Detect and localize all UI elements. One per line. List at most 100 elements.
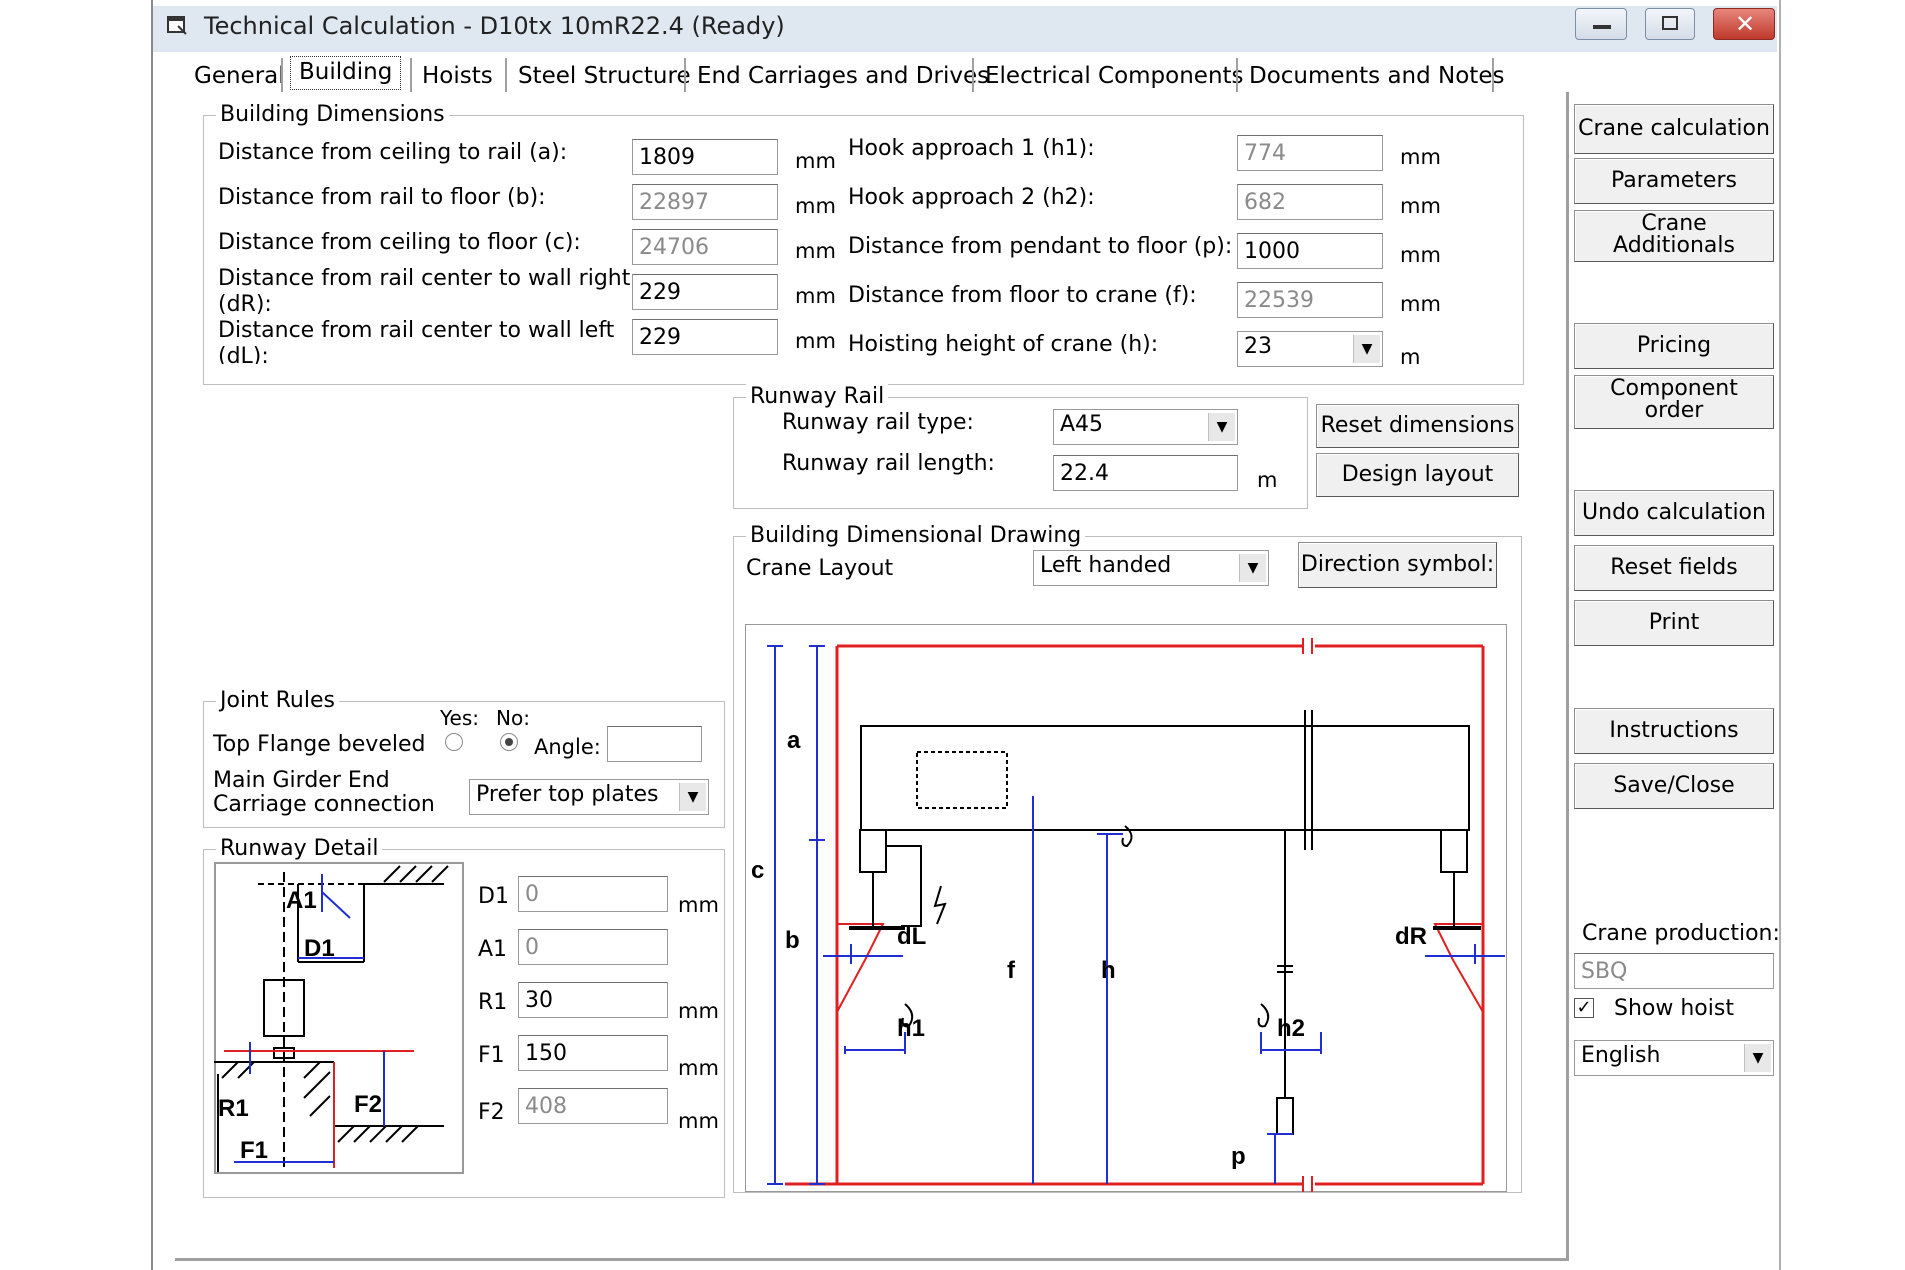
reset-fields-button[interactable]: Reset fields — [1574, 545, 1774, 591]
rail-to-wall-left-input[interactable] — [632, 319, 778, 355]
tab-separator — [505, 58, 507, 92]
minimize-button[interactable] — [1575, 8, 1627, 40]
tab-documents[interactable]: Documents and Notes — [1249, 63, 1505, 89]
crane-additionals-label-line1: Crane — [1641, 211, 1707, 236]
tab-end-carriages[interactable]: End Carriages and Drives — [697, 63, 990, 89]
minimize-icon — [1593, 25, 1611, 29]
detail-label-R1: R1 — [218, 1095, 249, 1122]
building-drawing-group — [733, 536, 1522, 1193]
detail-label-A1: A1 — [286, 887, 317, 914]
detail-r1-label: R1 — [478, 990, 508, 1015]
hook-approach-2-input[interactable] — [1237, 184, 1383, 220]
pendant-to-floor-unit: mm — [1400, 243, 1441, 267]
hook-approach-2-label: Hook approach 2 (h2): — [848, 185, 1095, 210]
tab-steel-structure[interactable]: Steel Structure — [518, 63, 691, 89]
corbel-right — [1433, 923, 1484, 1013]
detail-f1-unit: mm — [678, 1056, 719, 1080]
hoisting-height-label: Hoisting height of crane (h): — [848, 332, 1159, 357]
detail-f1-input[interactable] — [518, 1035, 668, 1071]
runway-rail-length-input[interactable] — [1053, 455, 1238, 491]
tab-general[interactable]: General — [194, 63, 285, 89]
detail-a1-input[interactable] — [518, 929, 668, 965]
maximize-button[interactable] — [1645, 8, 1695, 40]
rail-to-floor-input[interactable] — [632, 184, 778, 220]
joint-rules-group — [203, 701, 725, 828]
save-close-button[interactable]: Save/Close — [1574, 763, 1774, 809]
hoisting-height-select[interactable]: 23 ▼ — [1237, 331, 1383, 367]
floor-to-crane-label: Distance from floor to crane (f): — [848, 283, 1197, 308]
rail-to-wall-right-unit: mm — [795, 284, 836, 308]
rail-to-wall-left-label-line1: Distance from rail center to wall left — [218, 318, 615, 343]
hook-icon — [1257, 1003, 1270, 1028]
show-hoist-checkbox[interactable]: ✓ — [1574, 998, 1594, 1018]
joint-rules-legend: Joint Rules — [216, 688, 339, 713]
girder-connection-select[interactable]: Prefer top plates ▼ — [469, 779, 709, 815]
runway-rail-type-select[interactable]: A45 ▼ — [1053, 409, 1238, 445]
runway-rail-legend: Runway Rail — [746, 384, 889, 409]
rail-to-wall-right-input[interactable] — [632, 274, 778, 310]
detail-d1-input[interactable] — [518, 876, 668, 912]
language-select[interactable]: English ▼ — [1574, 1040, 1774, 1076]
rail-to-floor-unit: mm — [795, 194, 836, 218]
rail-to-floor-label: Distance from rail to floor (b): — [218, 185, 546, 210]
instructions-button[interactable]: Instructions — [1574, 708, 1774, 754]
runway-rail-length-unit: m — [1257, 468, 1278, 492]
dim-label-b: b — [785, 927, 800, 954]
rail-to-wall-left-label-clip: (dL): — [218, 344, 418, 364]
tab-building[interactable]: Building — [290, 56, 402, 90]
detail-d1-unit: mm — [678, 893, 719, 917]
drawing-frame — [745, 624, 1507, 1192]
reset-dimensions-button[interactable]: Reset dimensions — [1316, 404, 1519, 448]
runway-rail-length-label: Runway rail length: — [782, 451, 995, 476]
crane-production-input[interactable] — [1574, 953, 1774, 989]
joint-rules-yes-label: Yes: — [440, 706, 480, 730]
detail-r1-input[interactable] — [518, 982, 668, 1018]
crane-additionals-label-line2: Additionals — [1613, 233, 1735, 258]
crane-layout-value: Left handed — [1040, 553, 1172, 578]
angle-input[interactable] — [607, 726, 702, 762]
hook-icon — [1121, 825, 1133, 848]
runway-detail-legend: Runway Detail — [216, 836, 383, 861]
angle-label: Angle: — [534, 735, 601, 759]
dim-label-h: h — [1101, 957, 1116, 984]
tab-hoists[interactable]: Hoists — [422, 63, 493, 89]
detail-f2-unit: mm — [678, 1109, 719, 1133]
pendant-to-floor-input[interactable] — [1237, 233, 1383, 269]
component-order-label-line1: Component — [1610, 376, 1738, 401]
undo-calculation-button[interactable]: Undo calculation — [1574, 490, 1774, 536]
pricing-button[interactable]: Pricing — [1574, 323, 1774, 369]
crane-calculation-button[interactable]: Crane calculation — [1574, 104, 1774, 154]
runway-detail-group — [203, 849, 725, 1198]
dim-label-h2: h2 — [1277, 1015, 1305, 1042]
print-button[interactable]: Print — [1574, 600, 1774, 646]
component-order-button[interactable]: Component order — [1574, 375, 1774, 429]
detail-label-F1: F1 — [240, 1137, 268, 1164]
detail-d1-label: D1 — [478, 884, 509, 909]
floor-to-crane-input[interactable] — [1237, 282, 1383, 318]
rail-to-wall-left-label-line2: (dL): — [218, 344, 269, 364]
tab-panel-right — [1566, 92, 1569, 1261]
crane-layout-select[interactable]: Left handed ▼ — [1033, 550, 1269, 586]
detail-f2-input[interactable] — [518, 1088, 668, 1124]
hook-approach-2-unit: mm — [1400, 194, 1441, 218]
title-bar[interactable] — [153, 6, 1777, 52]
ceiling-to-floor-input[interactable] — [632, 229, 778, 265]
hoisting-height-value: 23 — [1244, 334, 1272, 359]
crane-additionals-button[interactable]: Crane Additionals — [1574, 210, 1774, 262]
parameters-button[interactable]: Parameters — [1574, 158, 1774, 204]
top-flange-no-radio[interactable] — [500, 733, 518, 751]
close-button[interactable]: ✕ — [1713, 8, 1775, 40]
pendant-to-floor-label: Distance from pendant to floor (p): — [848, 234, 1233, 259]
dim-label-dR: dR — [1395, 923, 1427, 950]
ceiling-to-rail-input[interactable] — [632, 139, 778, 175]
top-flange-yes-radio[interactable] — [445, 733, 463, 751]
hook-approach-1-input[interactable] — [1237, 135, 1383, 171]
design-layout-button[interactable]: Design layout — [1316, 453, 1519, 497]
direction-symbol-button[interactable]: Direction symbol: — [1298, 542, 1497, 588]
lightning-icon — [933, 885, 947, 925]
runway-rail-type-label: Runway rail type: — [782, 410, 974, 435]
tab-electrical[interactable]: Electrical Components — [985, 63, 1244, 89]
detail-a1-label: A1 — [478, 937, 508, 962]
dim-label-dL: dL — [897, 923, 926, 950]
rail-to-wall-right-label-line2: (dR): — [218, 292, 272, 317]
